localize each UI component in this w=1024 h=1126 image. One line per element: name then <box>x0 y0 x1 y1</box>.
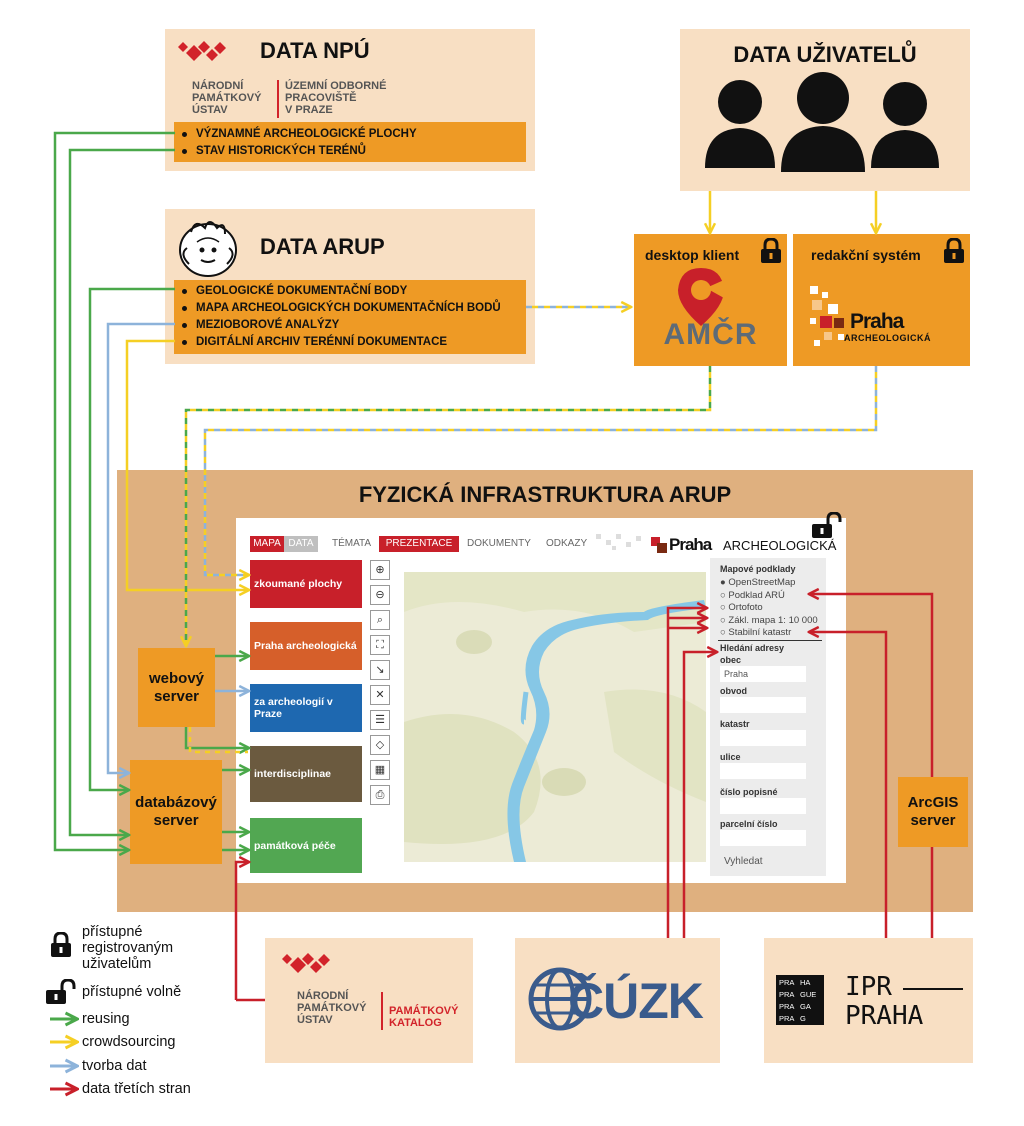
amcr-pin-icon <box>678 268 724 326</box>
full-extent-icon[interactable]: ⛶ <box>370 635 390 655</box>
radio-item[interactable]: ○ Stabilní katastr <box>720 627 792 638</box>
field-label: parcelní číslo <box>720 819 778 829</box>
arup-title: DATA ARUP <box>260 234 385 259</box>
hledani-title: Hledání adresy <box>720 643 785 653</box>
arup-data-list: GEOLOGICKÉ DOKUMENTAČNÍ BODY MAPA ARCHEO… <box>174 280 526 354</box>
legend-reusing-label: reusing <box>82 1011 130 1027</box>
menu-mosaic-icon <box>596 534 641 550</box>
radio-item[interactable]: ● OpenStreetMap <box>720 577 796 588</box>
tools-icon[interactable]: ✕ <box>370 685 390 705</box>
web-logo-praha: Praha <box>669 535 712 554</box>
measure-icon[interactable]: ↘ <box>370 660 390 680</box>
menu-temata[interactable]: TÉMATA <box>332 538 372 549</box>
legend-tvorba-label: tvorba dat <box>82 1058 147 1074</box>
legend-treti-label: data třetích stran <box>82 1081 191 1097</box>
arcgis-server-box: ArcGIS server <box>898 777 968 847</box>
amcr-logo: AMČR <box>663 318 758 351</box>
users-title: DATA UŽIVATELŮ <box>733 42 917 67</box>
arup-logo-icon <box>179 221 237 277</box>
field-label: katastr <box>720 719 750 729</box>
databazovy-server-box: databázový server <box>130 760 222 864</box>
npu-item: STAV HISTORICKÝCH TERÉNŮ <box>174 143 526 160</box>
redakcni-system-title: redakční systém <box>811 247 921 263</box>
archeologicka-logo-text: ARCHEOLOGICKÁ <box>844 333 931 343</box>
npu-logo-icon <box>178 41 226 61</box>
cislo-popisne-input[interactable] <box>720 798 806 814</box>
zoom-out-icon[interactable]: ⊖ <box>370 585 390 605</box>
tile-pamatkova-pece[interactable]: památková péče <box>250 818 362 873</box>
legend-crowdsourcing-label: crowdsourcing <box>82 1034 176 1050</box>
field-label: číslo popisné <box>720 787 778 797</box>
npu-item: VÝZNAMNÉ ARCHEOLOGICKÉ PLOCHY <box>174 126 526 143</box>
webovy-server-box: webový server <box>138 648 215 727</box>
zoom-in-icon[interactable]: ⊕ <box>370 560 390 580</box>
layers-icon[interactable]: ☰ <box>370 710 390 730</box>
lock-closed-icon <box>761 238 781 263</box>
podklady-title: Mapové podklady <box>720 564 796 574</box>
print-icon[interactable]: ⎙ <box>370 785 390 805</box>
users-icon <box>705 72 939 172</box>
legend-lock-closed-label: přístupné registrovaným uživatelům <box>82 924 174 972</box>
redakcni-system-box <box>793 234 970 366</box>
lock-closed-icon <box>944 238 964 263</box>
menu-prezentace[interactable]: PREZENTACE <box>379 536 459 552</box>
cuzk-logo-text: ČÚZK <box>568 973 704 1029</box>
cuzk-globe-icon <box>528 967 592 1031</box>
lock-open-icon <box>812 512 842 538</box>
bottom-npu-divider <box>381 992 383 1030</box>
obvod-input[interactable] <box>720 697 806 713</box>
desktop-client-title: desktop klient <box>645 247 740 263</box>
arup-item: MAPA ARCHEOLOGICKÝCH DOKUMENTAČNÍCH BODŮ <box>174 300 526 317</box>
tag-icon[interactable]: ◇ <box>370 735 390 755</box>
npu-title: DATA NPÚ <box>260 38 370 63</box>
praha-logo-small-icon <box>651 537 667 553</box>
search-button[interactable]: Vyhledat <box>724 856 763 867</box>
field-label: obvod <box>720 686 747 696</box>
menu-dokumenty[interactable]: DOKUMENTY <box>467 538 531 549</box>
npu-divider <box>277 80 279 118</box>
ipr-logo-line1: IPR <box>845 972 892 1002</box>
ipr-logo-line2: PRAHA <box>845 1001 924 1031</box>
field-label: ulice <box>720 752 741 762</box>
tile-zkoumane-plochy[interactable]: zkoumané plochy <box>250 560 362 608</box>
menu-data[interactable]: DATA <box>284 536 318 552</box>
right-panel <box>710 558 826 876</box>
obec-input[interactable]: Praha <box>720 666 806 682</box>
web-logo-archeologicka: ARCHEOLOGICKÁ <box>723 538 837 553</box>
panel-divider <box>718 640 822 641</box>
legend-lock-open-label: přístupné volně <box>82 984 182 1000</box>
lock-closed-icon <box>51 932 71 957</box>
menu-mapa[interactable]: MAPA <box>250 536 284 552</box>
tile-za-archeologii[interactable]: za archeologií v Praze <box>250 684 362 732</box>
field-label: obec <box>720 655 742 665</box>
radio-item[interactable]: ○ Zákl. mapa 1: 10 000 <box>720 614 818 626</box>
radio-item[interactable]: ○ Podklad ARÚ <box>720 589 785 601</box>
lock-open-icon <box>46 979 76 1004</box>
calendar-icon[interactable]: ▦ <box>370 760 390 780</box>
infra-title: FYZICKÁ INFRASTRUKTURA ARUP <box>358 482 732 507</box>
podklady-list: ● OpenStreetMap ○ Podklad ARÚ ○ Ortofoto… <box>720 577 818 640</box>
arup-item: GEOLOGICKÉ DOKUMENTAČNÍ BODY <box>174 283 526 300</box>
npu-logo-icon <box>282 953 330 973</box>
katastr-input[interactable] <box>720 730 806 746</box>
praha-archeologicka-mosaic-icon <box>810 286 844 346</box>
ulice-input[interactable] <box>720 763 806 779</box>
praha-logo-text: Praha <box>850 310 904 333</box>
menu-odkazy[interactable]: ODKAZY <box>546 538 588 549</box>
parcelni-cislo-input[interactable] <box>720 830 806 846</box>
radio-item[interactable]: ○ Ortofoto <box>720 602 763 613</box>
tile-interdisciplinae[interactable]: interdisciplinae <box>250 746 362 802</box>
arup-item: MEZIOBOROVÉ ANALÝZY <box>174 317 526 334</box>
arup-item: DIGITÁLNÍ ARCHIV TERÉNNÍ DOKUMENTACE <box>174 334 526 351</box>
map-view[interactable] <box>404 572 706 862</box>
npu-data-list: VÝZNAMNÉ ARCHEOLOGICKÉ PLOCHY STAV HISTO… <box>174 122 526 162</box>
tile-praha-archeologicka[interactable]: Praha archeologická <box>250 622 362 670</box>
ipr-logo-rule <box>903 988 963 990</box>
zoom-extent-icon[interactable]: ⌕ <box>370 610 390 630</box>
